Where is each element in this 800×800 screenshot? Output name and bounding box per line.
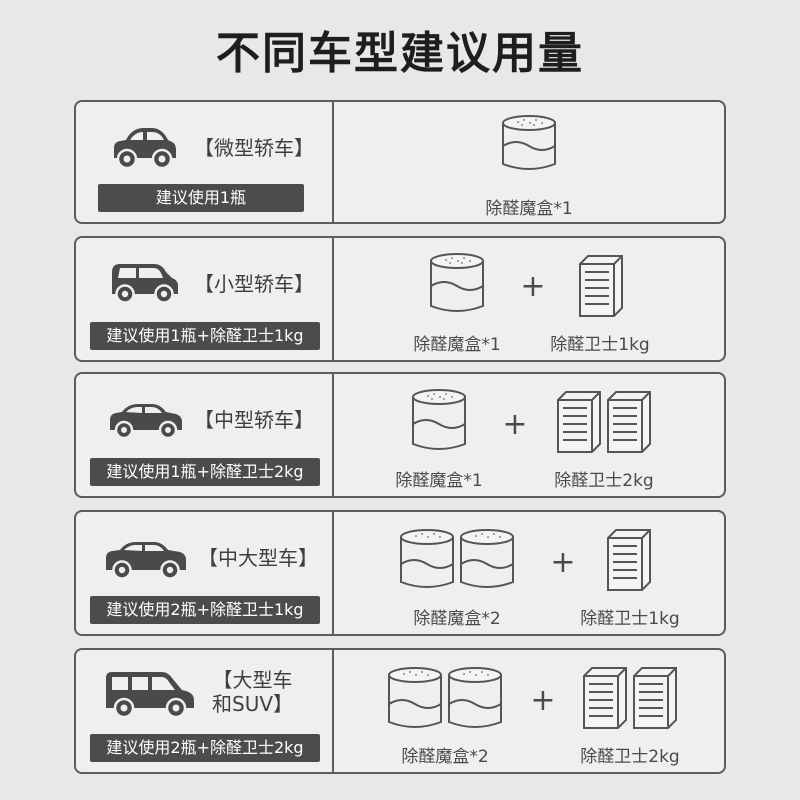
plus-sign: + (550, 545, 576, 580)
product-label-jar: 除醛魔盒*1 (395, 471, 483, 491)
car-icon (106, 672, 194, 719)
recommendation-badge: 建议使用1瓶 (98, 184, 304, 212)
plus-sign: + (520, 269, 546, 304)
product-label-jar: 除醛魔盒*1 (413, 335, 501, 355)
deodorizer-jar-icon (502, 115, 556, 170)
product-label-jar: 除醛魔盒*2 (401, 747, 489, 767)
purifier-crate-icon (583, 667, 677, 729)
car-icon (110, 404, 182, 440)
car-icon (114, 128, 176, 170)
product-label-guard: 除醛卫士2kg (580, 747, 680, 767)
usage-row-micro: 【微型轿车】 建议使用1瓶 除醛魔盒*1 (74, 100, 726, 224)
deodorizer-jar-icon (412, 389, 466, 450)
page-title: 不同车型建议用量 (216, 28, 584, 79)
purifier-crate-icon (579, 255, 623, 317)
row-divider (332, 102, 334, 222)
product-label-jar: 除醛魔盒*1 (485, 199, 573, 219)
recommendation-badge: 建议使用1瓶+除醛卫士1kg (90, 322, 320, 350)
row-divider (332, 650, 334, 772)
deodorizer-jar-icon (430, 253, 484, 312)
plus-sign: + (502, 407, 528, 442)
recommendation-badge: 建议使用1瓶+除醛卫士2kg (90, 458, 320, 486)
purifier-crate-icon (557, 391, 651, 453)
recommendation-badge: 建议使用2瓶+除醛卫士2kg (90, 734, 320, 762)
car-type-label: 【大型车 和SUV】 (212, 668, 294, 716)
product-label-guard: 除醛卫士1kg (550, 335, 650, 355)
car-icon (112, 264, 178, 304)
row-divider (332, 374, 334, 496)
car-type-label: 【小型轿车】 (194, 272, 314, 296)
recommendation-badge: 建议使用2瓶+除醛卫士1kg (90, 596, 320, 624)
product-label-guard: 除醛卫士1kg (580, 609, 680, 629)
plus-sign: + (530, 683, 556, 718)
usage-row-large-suv: 【大型车 和SUV】 建议使用2瓶+除醛卫士2kg + 除醛魔盒*2 除醛卫士2… (74, 648, 726, 774)
car-type-label: 【中大型车】 (198, 546, 318, 570)
car-type-label: 【中型轿车】 (194, 408, 314, 432)
usage-row-mid-large: 【中大型车】 建议使用2瓶+除醛卫士1kg + 除醛魔盒*2 除醛卫士1kg (74, 510, 726, 636)
car-icon (106, 542, 186, 580)
purifier-crate-icon (607, 529, 651, 591)
row-divider (332, 512, 334, 634)
product-label-jar: 除醛魔盒*2 (413, 609, 501, 629)
car-type-label: 【微型轿车】 (194, 136, 314, 160)
product-label-guard: 除醛卫士2kg (554, 471, 654, 491)
usage-row-mid: 【中型轿车】 建议使用1瓶+除醛卫士2kg + 除醛魔盒*1 除醛卫士2kg (74, 372, 726, 498)
deodorizer-jar-icon (400, 529, 514, 588)
usage-row-small: 【小型轿车】 建议使用1瓶+除醛卫士1kg + 除醛魔盒*1 除醛卫士1kg (74, 236, 726, 362)
deodorizer-jar-icon (388, 667, 502, 728)
row-divider (332, 238, 334, 360)
